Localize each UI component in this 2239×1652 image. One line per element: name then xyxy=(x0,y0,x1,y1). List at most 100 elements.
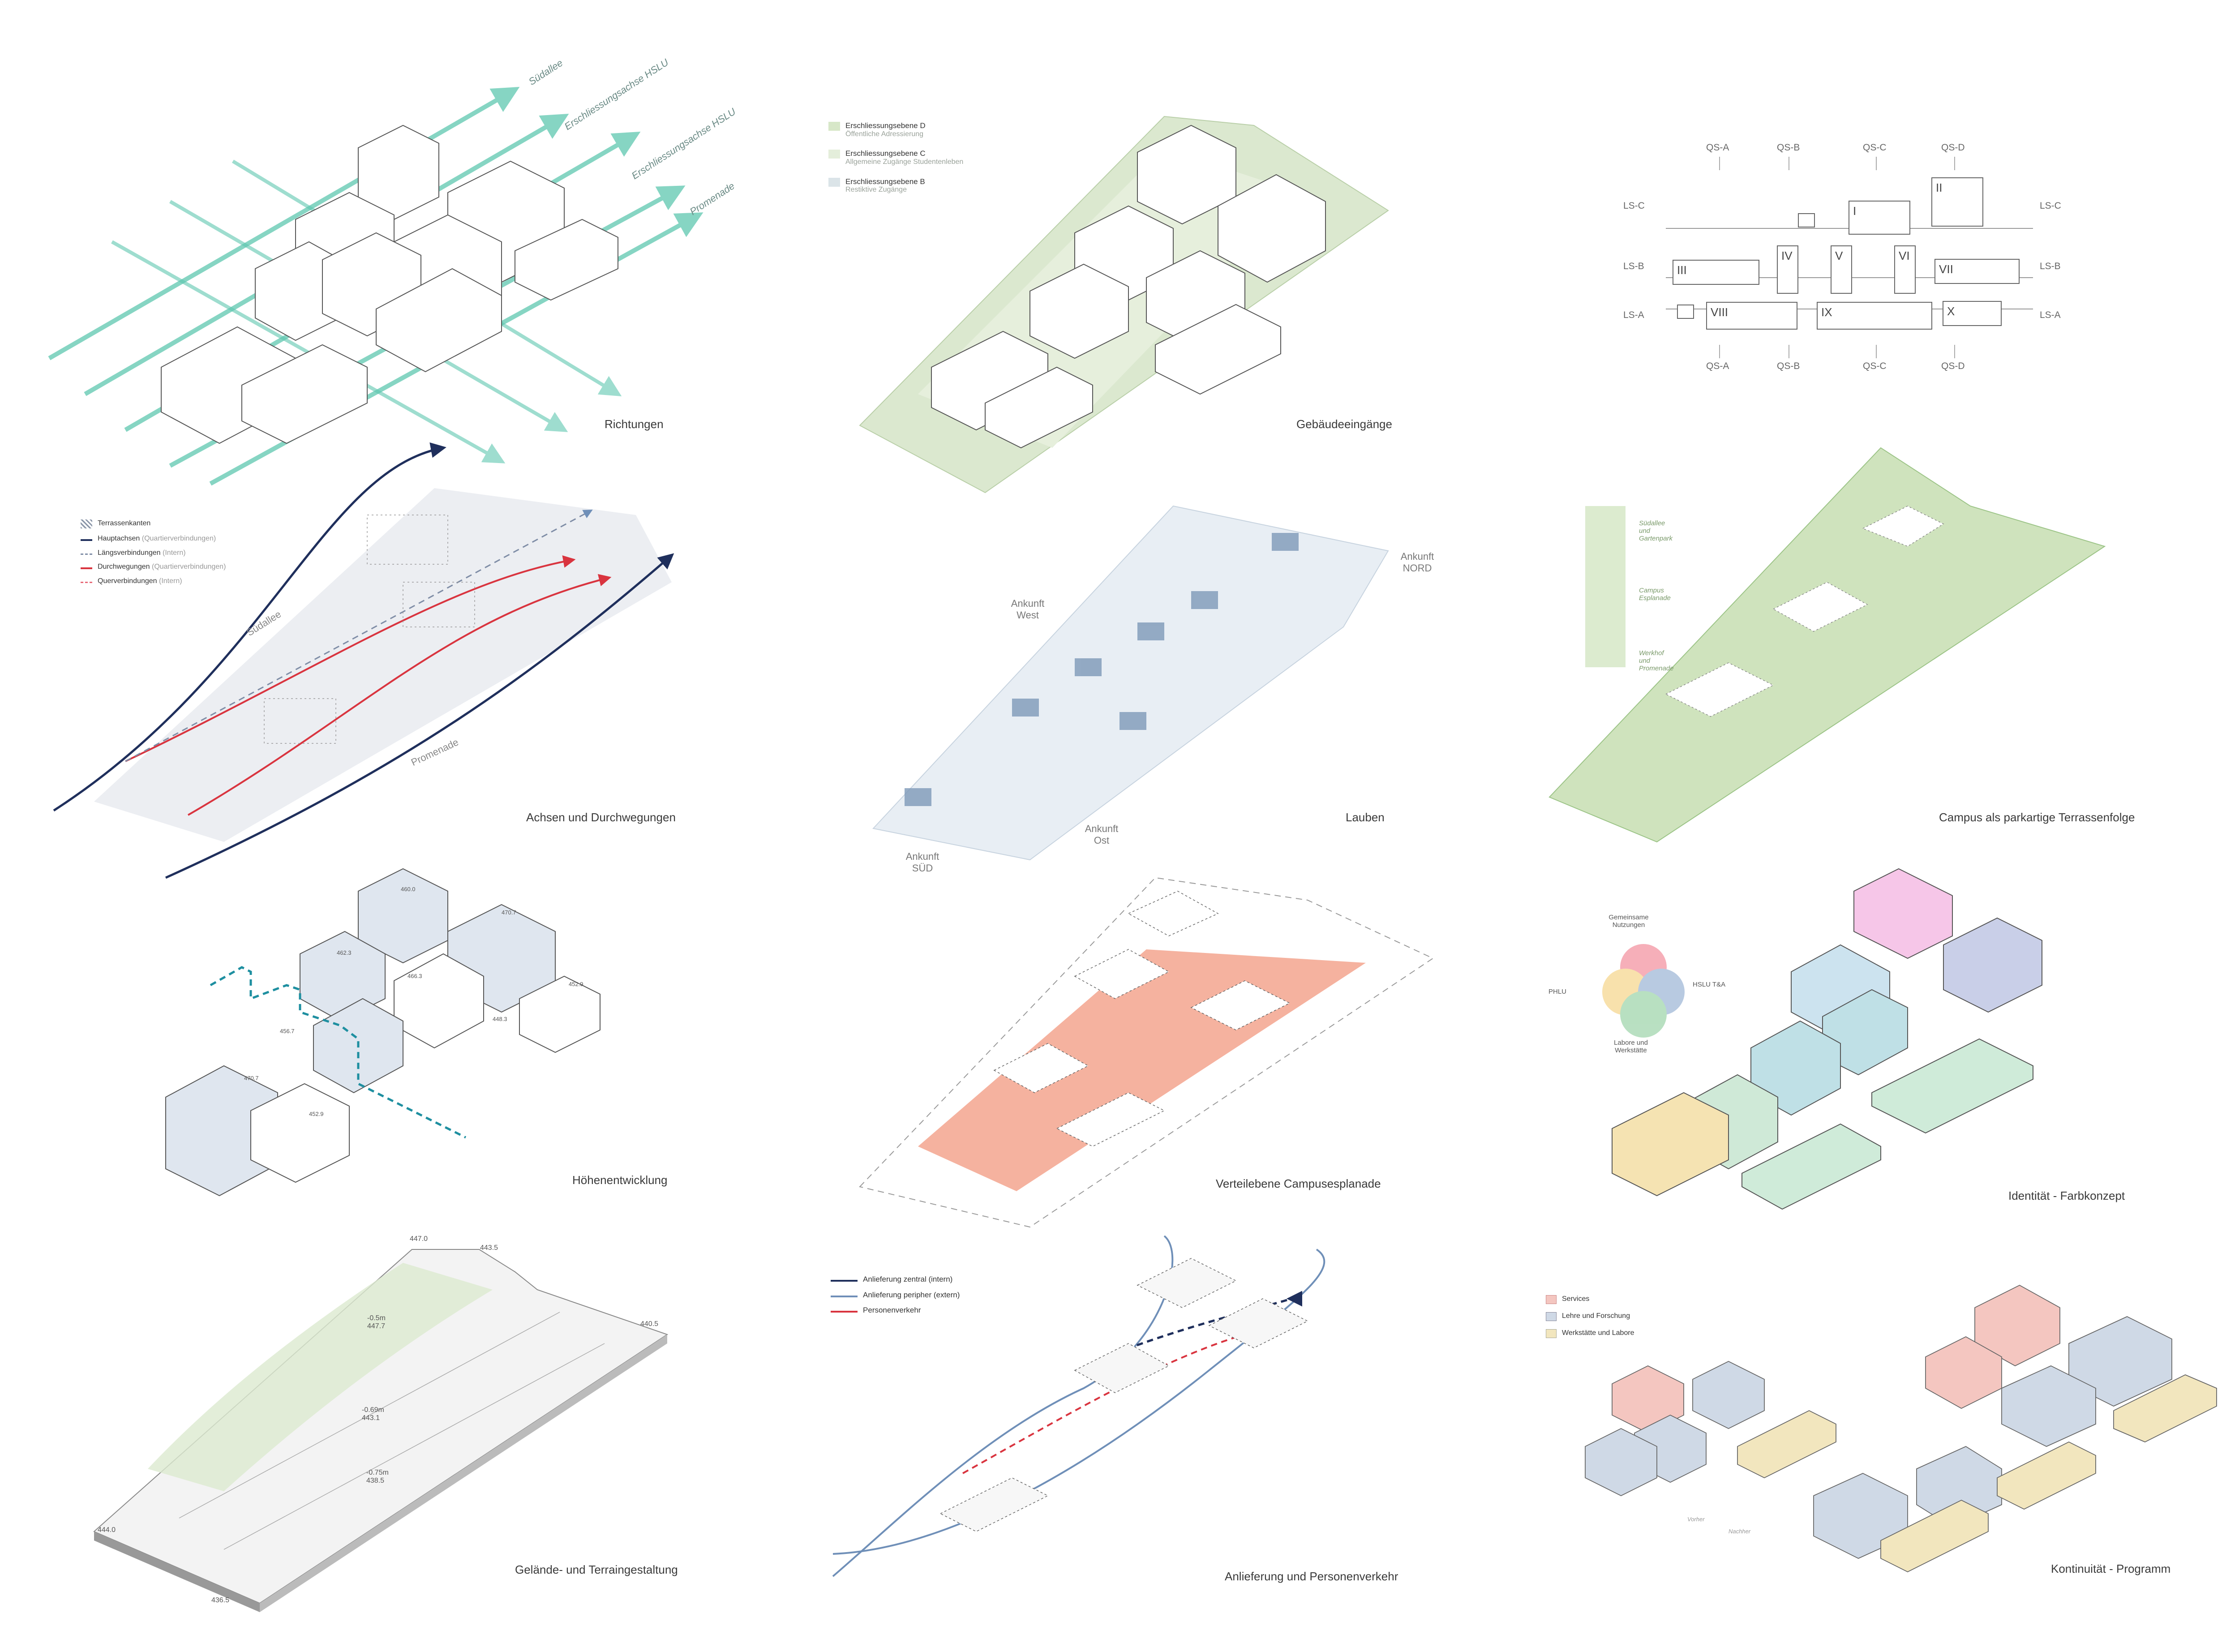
legend-title: Services xyxy=(1562,1295,1590,1303)
qs-top-c: QS-C xyxy=(1863,142,1887,153)
legend-title: Durchwegungen xyxy=(98,563,150,571)
level-label: 444.0 xyxy=(98,1526,116,1534)
ls-c-right: LS-C xyxy=(2040,201,2061,211)
zone-iii: III xyxy=(1673,260,1759,285)
venn-label-gemeinsam: Gemeinsame Nutzungen xyxy=(1608,914,1649,929)
venn-label-phlu: PHLU xyxy=(1548,988,1567,995)
legend-title: Lehre und Forschung xyxy=(1562,1312,1630,1320)
legend-item: Werkhof und Promenade xyxy=(1639,649,1674,672)
ls-b-right: LS-B xyxy=(2040,261,2061,271)
zone-v: V xyxy=(1831,245,1852,294)
caption-gelaende: Gelände- und Terraingestaltung xyxy=(515,1563,678,1576)
swatch xyxy=(1546,1329,1557,1338)
swatch xyxy=(81,563,92,570)
legend-title: Hauptachsen xyxy=(98,535,140,542)
legend-item: Personenverkehr xyxy=(831,1306,960,1315)
swatch xyxy=(831,1291,858,1297)
height-label: 470.7 xyxy=(502,909,516,916)
legend-title: Erschliessungsebene B xyxy=(845,177,925,186)
label-vorher: Vorher xyxy=(1687,1516,1705,1523)
panel-verteilebene xyxy=(859,877,1434,1228)
label-ankunft-nord: Ankunft NORD xyxy=(1400,551,1434,574)
legend-title: Anlieferung peripher (extern) xyxy=(863,1290,960,1299)
swatch xyxy=(1546,1295,1557,1304)
legend-anlieferung: Anlieferung zentral (intern) Anlieferung… xyxy=(831,1275,960,1322)
qs-bottom-b: QS-B xyxy=(1777,361,1800,371)
height-label: 462.3 xyxy=(337,949,352,956)
legend-sub: (Quartierverbindungen) xyxy=(142,535,216,542)
legend-item: Hauptachsen (Quartierverbindungen) xyxy=(81,535,226,543)
swatch xyxy=(831,1306,858,1313)
panel-gelaende xyxy=(93,1249,669,1612)
legend-item: Lehre und Forschung xyxy=(1546,1312,1634,1321)
height-label: 470.7 xyxy=(244,1075,259,1081)
ls-b-left: LS-B xyxy=(1623,261,1644,271)
legend-item: Services xyxy=(1546,1295,1634,1304)
zone-i: I xyxy=(1849,201,1910,235)
caption-verteilebene: Verteilebene Campusesplanade xyxy=(1216,1177,1381,1190)
legend-title: Erschliessungsebene C xyxy=(845,149,926,158)
swatch xyxy=(831,1275,858,1282)
zone-small-1 xyxy=(1798,213,1815,227)
label-ankunft-sued: Ankunft SÜD xyxy=(905,851,939,874)
legend-item: Campus Esplanade xyxy=(1639,587,1671,602)
legend-item: Anlieferung zentral (intern) xyxy=(831,1275,960,1284)
level-label: 447.0 xyxy=(410,1235,428,1243)
legend-title: Anlieferung zentral (intern) xyxy=(863,1275,953,1283)
panel-campus xyxy=(1548,447,2106,843)
height-label: 448.3 xyxy=(493,1016,507,1022)
qs-top-d: QS-D xyxy=(1941,142,1965,153)
caption-anlieferung: Anlieferung und Personenverkehr xyxy=(1225,1570,1398,1583)
panel-lauben xyxy=(872,505,1389,861)
swatch xyxy=(81,519,92,528)
zone-ix: IX xyxy=(1817,302,1932,330)
legend-sub: Öffentliche Adressierung xyxy=(845,130,924,138)
legend-sub: Restiktive Zugänge xyxy=(845,186,907,194)
legend-item: Terrassenkanten xyxy=(81,519,226,528)
legend-item: Durchwegungen (Quartierverbindungen) xyxy=(81,563,226,571)
caption-lauben: Lauben xyxy=(1346,811,1385,824)
swatch xyxy=(828,177,840,187)
ls-c-left: LS-C xyxy=(1623,201,1645,211)
panel-achsen xyxy=(53,442,674,879)
panel-gebaeudeeingaenge xyxy=(859,116,1389,493)
caption-richtungen: Richtungen xyxy=(605,417,664,431)
zone-x: X xyxy=(1943,301,2002,326)
panel-anlieferung xyxy=(832,1235,1325,1577)
label-ankunft-west: Ankunft West xyxy=(1011,598,1045,621)
venn-label-labore: Labore und Werkstätte xyxy=(1614,1039,1648,1054)
caption-achsen: Achsen und Durchwegungen xyxy=(526,811,676,824)
venn-label-hslu: HSLU T&A xyxy=(1693,981,1726,988)
swatch xyxy=(81,535,92,541)
legend-item: Querverbindungen (Intern) xyxy=(81,577,226,585)
zone-vii: VII xyxy=(1934,259,2020,284)
legend-item: Werkstätte und Labore xyxy=(1546,1329,1634,1338)
panel-identitaet xyxy=(1602,868,2042,1210)
height-label: 466.3 xyxy=(407,973,422,979)
legend-sub: (Quartierverbindungen) xyxy=(151,563,226,571)
swatch xyxy=(81,549,92,555)
legend-sub: (Intern) xyxy=(159,577,182,585)
qs-top-b: QS-B xyxy=(1777,142,1800,153)
panel-kontinuitaet xyxy=(1585,1284,2217,1573)
label-nachher: Nachher xyxy=(1729,1528,1751,1535)
zone-small-2 xyxy=(1677,305,1694,319)
legend-item: Südallee und Gartenpark xyxy=(1639,519,1673,542)
zone-viii: VIII xyxy=(1706,302,1797,330)
swatch xyxy=(828,122,840,131)
panel-richtungen xyxy=(48,87,703,486)
qs-bottom-a: QS-A xyxy=(1706,361,1729,371)
label-ankunft-ost: Ankunft Ost xyxy=(1085,823,1119,846)
legend-title: Querverbindungen xyxy=(98,577,157,585)
height-label: 460.0 xyxy=(401,886,416,893)
zone-iv: IV xyxy=(1777,245,1798,294)
zone-ii: II xyxy=(1931,177,1983,227)
swatch xyxy=(1546,1312,1557,1321)
panel-hoehen xyxy=(165,868,600,1197)
swatch xyxy=(828,150,840,159)
